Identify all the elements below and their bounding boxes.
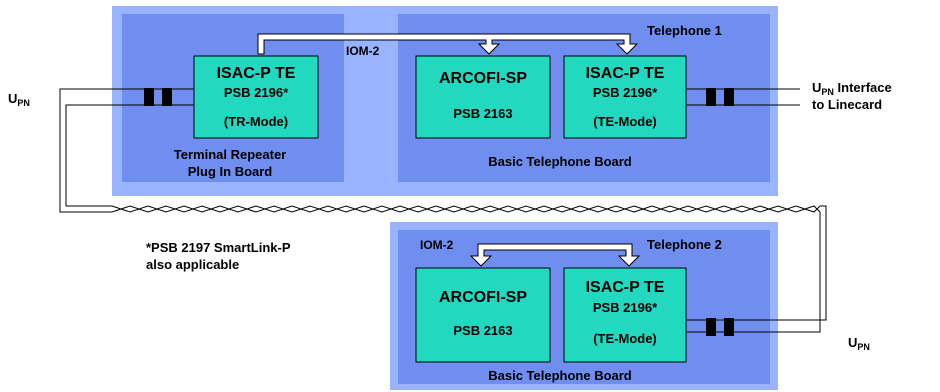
isac-tr-title: ISAC-P TE: [217, 65, 296, 82]
upn-loop-inner: [65, 104, 112, 207]
isac-te-1-mode: (TE-Mode): [593, 114, 657, 129]
isac-te-2-part: PSB 2196*: [593, 300, 658, 315]
iom-bus-2: [469, 243, 641, 267]
basic-board-2-caption: Basic Telephone Board: [488, 368, 632, 383]
isac-te-chip-2: [563, 267, 687, 363]
tr-caption-line1: Terminal Repeater: [174, 147, 286, 162]
upn-loop-right-outer: [800, 205, 827, 321]
basic-board-1-caption: Basic Telephone Board: [488, 154, 632, 169]
arcofi-chip-2: [415, 267, 551, 363]
upn-label-right: UPN: [848, 335, 870, 352]
isac-tr-mode: (TR-Mode): [224, 114, 288, 129]
arcofi-2-part: PSB 2163: [453, 323, 512, 338]
upn-label-left: UPN: [8, 91, 30, 108]
tr-caption-line2: Plug In Board: [188, 164, 273, 179]
isac-te-2-title: ISAC-P TE: [586, 279, 665, 296]
arcofi-2-title: ARCOFI-SP: [439, 289, 527, 306]
isac-tr-part: PSB 2196*: [224, 85, 289, 100]
twisted-pair-cable: [111, 205, 821, 213]
isac-te-1-part: PSB 2196*: [593, 85, 658, 100]
footnote-line2: also applicable: [146, 257, 239, 272]
iom-bus-1: [257, 33, 639, 55]
isac-te-2-mode: (TE-Mode): [593, 331, 657, 346]
iom-label-2: IOM-2: [420, 238, 454, 252]
upn-loop-right-inner: [800, 212, 821, 333]
transformer-tr: [144, 88, 172, 106]
twisted-wire-a: [111, 205, 821, 213]
twisted-wire-b: [111, 205, 821, 213]
telephone-1-label: Telephone 1: [647, 23, 722, 38]
upn-interface-label: UPN Interface: [812, 80, 892, 97]
isac-tr-chip: [193, 55, 319, 139]
arcofi-chip-1: [415, 55, 551, 139]
iom-label-1: IOM-2: [346, 44, 380, 58]
upn-loop-outer: [59, 88, 112, 213]
transformer-te1: [706, 88, 734, 106]
arcofi-1-part: PSB 2163: [453, 106, 512, 121]
arcofi-1-title: ARCOFI-SP: [439, 70, 527, 87]
telephone-2-label: Telephone 2: [647, 237, 722, 252]
interface-label-line2: to Linecard: [812, 97, 882, 112]
isac-te-1-title: ISAC-P TE: [586, 65, 665, 82]
footnote-line1: *PSB 2197 SmartLink-P: [146, 240, 291, 255]
isac-te-chip-1: [563, 55, 687, 139]
transformer-te2: [706, 318, 734, 336]
